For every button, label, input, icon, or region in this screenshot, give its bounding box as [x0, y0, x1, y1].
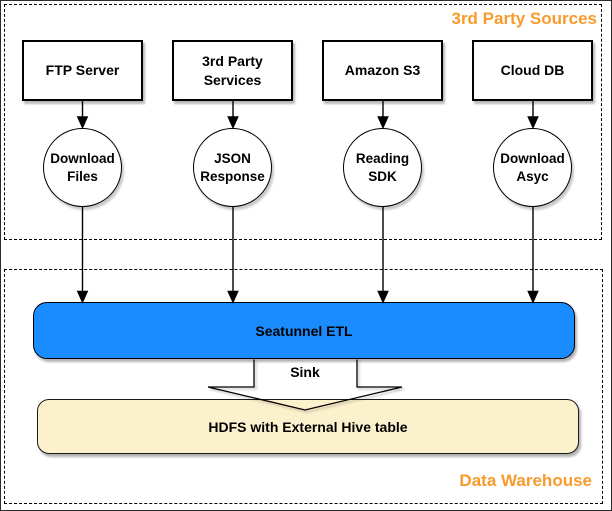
hdfs-node: HDFS with External Hive table [37, 399, 579, 454]
source-node-amazon-s3: Amazon S3 [322, 40, 443, 101]
source-node-3rd-party-services: 3rd Party Services [172, 40, 293, 101]
etl-node-label: Seatunnel ETL [255, 322, 353, 339]
etl-node: Seatunnel ETL [33, 302, 575, 359]
method-node-download-asyc: Download Asyc [493, 128, 572, 207]
warehouse-section-label: Data Warehouse [459, 471, 592, 490]
method-node-download-files: Download Files [43, 128, 122, 207]
source-node-cloud-db: Cloud DB [472, 40, 593, 101]
method-node-json-response: JSON Response [193, 128, 272, 207]
sources-section-label: 3rd Party Sources [451, 9, 597, 28]
sink-label: Sink [290, 364, 320, 380]
sources-section-frame [4, 4, 602, 240]
warehouse-section-frame [4, 269, 603, 504]
source-node-ftp-server: FTP Server [22, 40, 143, 101]
hdfs-node-label: HDFS with External Hive table [208, 418, 408, 435]
method-node-reading-sdk: Reading SDK [343, 128, 422, 207]
